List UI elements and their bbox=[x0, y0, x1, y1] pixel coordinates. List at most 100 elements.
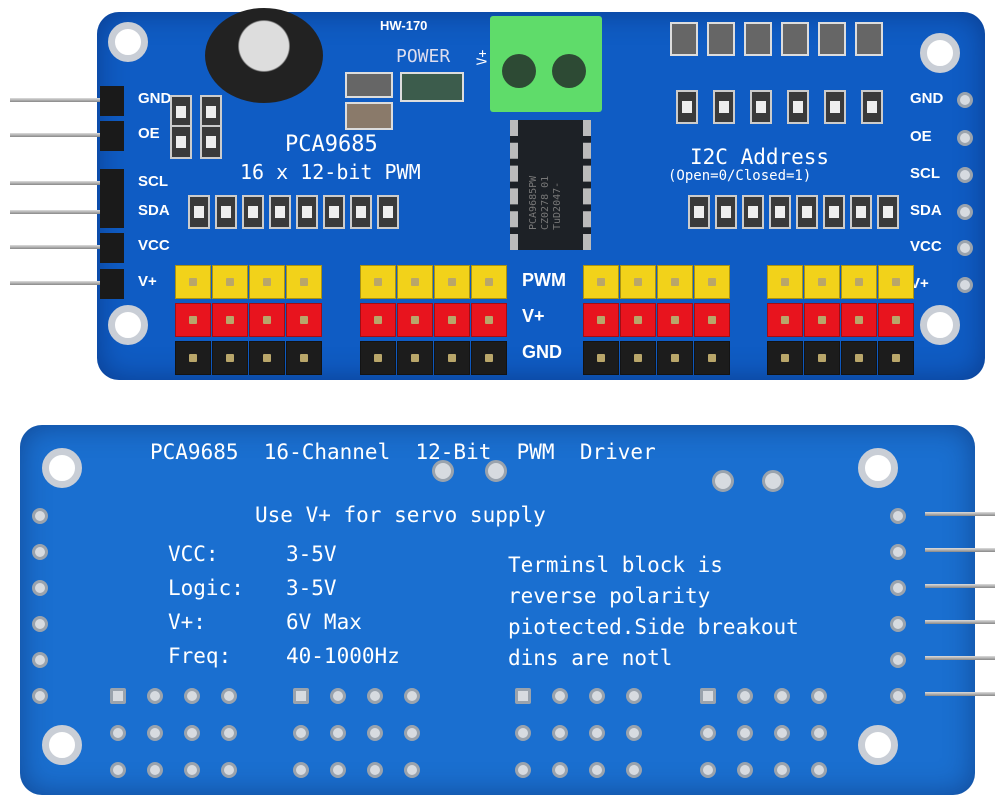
terminal-solder-pad bbox=[762, 470, 784, 492]
servo-header-pin[interactable] bbox=[471, 303, 507, 337]
header-pin[interactable] bbox=[10, 245, 115, 249]
servo-header-pin[interactable] bbox=[212, 265, 248, 299]
header-pin[interactable] bbox=[925, 584, 995, 588]
servo-header-pin[interactable] bbox=[397, 265, 433, 299]
servo-header-pin[interactable] bbox=[249, 265, 285, 299]
servo-header-pin[interactable] bbox=[397, 341, 433, 375]
resistor bbox=[823, 195, 845, 229]
address-jumper[interactable] bbox=[855, 22, 883, 56]
header-pin[interactable] bbox=[10, 133, 115, 137]
servo-header-pin[interactable] bbox=[657, 303, 693, 337]
header-pin[interactable] bbox=[925, 548, 995, 552]
pin-label-vcc: VCC bbox=[138, 237, 170, 254]
breakout-pad[interactable] bbox=[890, 508, 906, 524]
breakout-pad[interactable] bbox=[32, 688, 48, 704]
screw-terminal[interactable] bbox=[490, 16, 602, 112]
servo-header-pin[interactable] bbox=[434, 265, 470, 299]
servo-header-pin[interactable] bbox=[583, 303, 619, 337]
mounting-hole bbox=[858, 725, 898, 765]
servo-header-pin[interactable] bbox=[286, 265, 322, 299]
servo-header-pin[interactable] bbox=[878, 303, 914, 337]
header-pin[interactable] bbox=[10, 281, 115, 285]
address-jumper[interactable] bbox=[818, 22, 846, 56]
breakout-pad[interactable] bbox=[957, 92, 973, 108]
servo-header-pin[interactable] bbox=[212, 341, 248, 375]
breakout-pad[interactable] bbox=[890, 616, 906, 632]
breakout-pad[interactable] bbox=[957, 240, 973, 256]
servo-header-pin[interactable] bbox=[212, 303, 248, 337]
resistor bbox=[877, 195, 899, 229]
resistor bbox=[323, 195, 345, 229]
servo-header-pin[interactable] bbox=[249, 341, 285, 375]
address-jumper[interactable] bbox=[707, 22, 735, 56]
servo-header-pin[interactable] bbox=[767, 303, 803, 337]
breakout-pad[interactable] bbox=[32, 652, 48, 668]
header-pin[interactable] bbox=[10, 210, 115, 214]
breakout-pad[interactable] bbox=[890, 688, 906, 704]
servo-header-pin[interactable] bbox=[583, 341, 619, 375]
servo-header-pin[interactable] bbox=[249, 303, 285, 337]
servo-header-pin[interactable] bbox=[767, 341, 803, 375]
servo-header-pin[interactable] bbox=[620, 341, 656, 375]
servo-header-pin[interactable] bbox=[360, 265, 396, 299]
breakout-pad[interactable] bbox=[890, 652, 906, 668]
servo-header-pin[interactable] bbox=[175, 341, 211, 375]
servo-header-pin[interactable] bbox=[767, 265, 803, 299]
address-jumper[interactable] bbox=[670, 22, 698, 56]
note-line: Terminsl block is bbox=[508, 553, 723, 577]
servo-header-pin[interactable] bbox=[804, 303, 840, 337]
breakout-pad[interactable] bbox=[32, 544, 48, 560]
breakout-pad[interactable] bbox=[32, 616, 48, 632]
pca9685-chip: PCA9685PW CZ0278 01 TuD2047- bbox=[510, 120, 591, 250]
capacitor bbox=[205, 8, 323, 103]
servo-header-pin[interactable] bbox=[804, 265, 840, 299]
header-pin[interactable] bbox=[925, 656, 995, 660]
servo-header-pin[interactable] bbox=[620, 265, 656, 299]
chip-marking: PCA9685PW bbox=[528, 175, 539, 230]
servo-header-pin[interactable] bbox=[841, 303, 877, 337]
address-jumper[interactable] bbox=[744, 22, 772, 56]
breakout-pad[interactable] bbox=[890, 544, 906, 560]
servo-header-pin[interactable] bbox=[841, 341, 877, 375]
header-pin[interactable] bbox=[10, 98, 115, 102]
servo-header-pin[interactable] bbox=[175, 265, 211, 299]
servo-header-pin[interactable] bbox=[694, 303, 730, 337]
servo-header-pin[interactable] bbox=[694, 341, 730, 375]
mounting-hole bbox=[920, 305, 960, 345]
servo-header-pin[interactable] bbox=[620, 303, 656, 337]
mounting-hole bbox=[42, 448, 82, 488]
servo-header-pin[interactable] bbox=[286, 341, 322, 375]
servo-header-pin[interactable] bbox=[694, 265, 730, 299]
header-pin[interactable] bbox=[10, 181, 115, 185]
breakout-pad[interactable] bbox=[957, 130, 973, 146]
servo-header-pin[interactable] bbox=[434, 341, 470, 375]
servo-header-pin[interactable] bbox=[878, 265, 914, 299]
breakout-pad[interactable] bbox=[957, 167, 973, 183]
header-pin[interactable] bbox=[925, 512, 995, 516]
breakout-pad[interactable] bbox=[957, 277, 973, 293]
breakout-pad[interactable] bbox=[957, 204, 973, 220]
servo-header-pin[interactable] bbox=[583, 265, 619, 299]
servo-header-pin[interactable] bbox=[657, 341, 693, 375]
servo-header-pin[interactable] bbox=[175, 303, 211, 337]
servo-header-pin[interactable] bbox=[286, 303, 322, 337]
servo-header-pin[interactable] bbox=[804, 341, 840, 375]
model-label: HW-170 bbox=[380, 18, 428, 33]
servo-header-pin[interactable] bbox=[360, 341, 396, 375]
servo-header-pin[interactable] bbox=[878, 341, 914, 375]
breakout-pad[interactable] bbox=[32, 508, 48, 524]
header-pin[interactable] bbox=[925, 692, 995, 696]
terminal-solder-pad bbox=[712, 470, 734, 492]
servo-header-pin[interactable] bbox=[471, 265, 507, 299]
servo-header-pin[interactable] bbox=[434, 303, 470, 337]
address-jumper[interactable] bbox=[781, 22, 809, 56]
servo-header-pin[interactable] bbox=[397, 303, 433, 337]
breakout-pad[interactable] bbox=[890, 580, 906, 596]
servo-header-pin[interactable] bbox=[360, 303, 396, 337]
servo-header-pin[interactable] bbox=[471, 341, 507, 375]
servo-header-pin[interactable] bbox=[657, 265, 693, 299]
servo-header-pin[interactable] bbox=[841, 265, 877, 299]
spec-label: Freq: bbox=[168, 644, 232, 668]
header-pin[interactable] bbox=[925, 620, 995, 624]
breakout-pad[interactable] bbox=[32, 580, 48, 596]
